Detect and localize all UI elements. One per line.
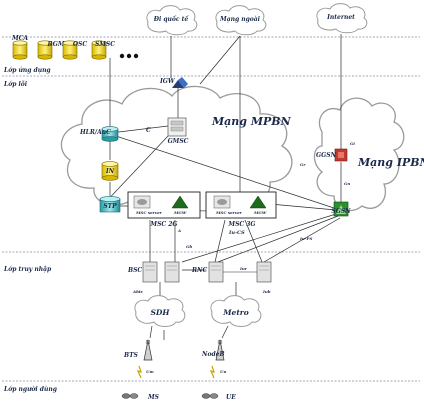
line-metro-nodeb [221,325,229,339]
more-servers-dots [119,53,139,59]
if-uu-label: Uu [220,369,226,374]
ms-devices: MS [121,393,160,401]
layer-label-control: Lớp lõi [3,81,28,88]
msc2g-label: MSC 2G [149,221,177,228]
sdh-label: SDH [150,308,170,317]
igw-label: IGW [159,78,176,85]
line-msc3g-sgsn [269,203,337,211]
if-gr-label: Gr [300,162,306,167]
hlr-label: HLR/AuC [79,129,111,136]
ipbn-cloud [313,97,405,212]
ggsn-node: GGSN [316,148,348,162]
line-sdh-bts [149,325,153,339]
layer-label-access: Lớp truy nhập [3,266,52,273]
hlr-node: HLR/AuC [79,126,119,142]
cloud-internet-label: Internet [326,14,355,21]
if-iub-label: Iub [262,289,271,294]
if-iur-label: Iur [239,266,248,271]
gmsc-node: GMSC [168,117,189,145]
msc3g-node: MSC server MGW MSC 3G [205,191,277,228]
if-abis-label: Abis [132,289,143,294]
in-label: IN [105,168,115,175]
cloud-other-network [215,5,267,36]
sgsn-label: SGSN [331,208,351,215]
ue-label: UE [226,394,236,401]
cloud-other-network-label: Mạng ngoài [219,16,261,23]
metro-label: Metro [222,308,249,317]
if-gn-label: Gn [344,181,350,186]
server-bgm-label: BGM [47,41,65,48]
nodeb-node: NodeB [201,339,225,361]
radio-link-uu: Uu [209,365,226,379]
line-other-igw [199,35,241,85]
cloud-international [146,5,198,36]
stp-node: STP [99,196,121,213]
nodeb-label: NodeB [201,351,225,358]
msc2g-mgw-label: MGW [173,210,187,215]
line-sgsn-rnc2 [263,217,341,263]
line-stp-gmsc [101,135,169,207]
bts-node: BTS [123,339,153,361]
server-mca-label: MCA [11,35,28,42]
ipbn-label: Mạng IPBN [357,156,424,169]
in-node: IN [101,161,119,181]
ms-label: MS [147,394,160,401]
bsc-node: BSC [127,261,180,283]
line-msc3g-rnc [214,219,226,263]
server-mca: MCA [11,35,28,60]
app-servers: MCA BGM OSC SMSC [11,35,139,60]
if-a-label: A [177,228,181,233]
ggsn-label: GGSN [316,152,337,159]
line-sgsn-rnc [217,215,339,263]
msc2g-server-label: MSC server [135,210,163,215]
if-gb-label: Gb [186,244,192,249]
cloud-international-label: Đi quốc tế [153,16,190,23]
server-smsc: SMSC [91,40,115,60]
rnc-node: RNC [191,261,272,283]
line-sgsn-bsc [181,213,337,263]
if-iucs-label: Iu-CS [228,230,245,236]
sgsn-node: SGSN [331,201,351,217]
line-msc3g-rnc2 [244,219,263,263]
rnc-label: RNC [191,267,207,274]
msc3g-server-label: MSC server [215,210,243,215]
stp-label: STP [103,203,117,210]
line-hlr-sgsn [115,135,341,211]
sdh-cloud: SDH [134,295,186,327]
if-c-label: C [146,127,151,134]
connection-lines [101,34,342,340]
server-osc: OSC [62,40,88,60]
msc2g-node: MSC server MGW MSC 2G [127,191,201,228]
ue-devices: UE [201,393,236,401]
bsc-label: BSC [127,267,142,274]
cloud-internet [316,3,368,34]
mpbn-label: Mạng MPBN [211,115,292,128]
igw-node: IGW [159,77,188,88]
layer-separators [2,36,420,382]
gmsc-label: GMSC [168,138,189,145]
msc3g-mgw-label: MGW [253,210,267,215]
if-gi-label: Gi [350,141,355,146]
server-bgm: BGM [37,40,65,60]
if-um-label: Um [146,369,154,374]
layer-label-application: Lớp ứng dụng [3,67,51,74]
if-iups-label: Iu-PS [299,236,312,241]
server-smsc-label: SMSC [95,41,115,48]
bts-label: BTS [123,352,139,359]
msc3g-label: MSC 3G [227,221,255,228]
server-osc-label: OSC [73,41,88,48]
metro-cloud: Metro [210,295,262,327]
radio-link-um: Um [136,365,154,379]
layer-label-user: Lớp người dùng [3,386,57,393]
